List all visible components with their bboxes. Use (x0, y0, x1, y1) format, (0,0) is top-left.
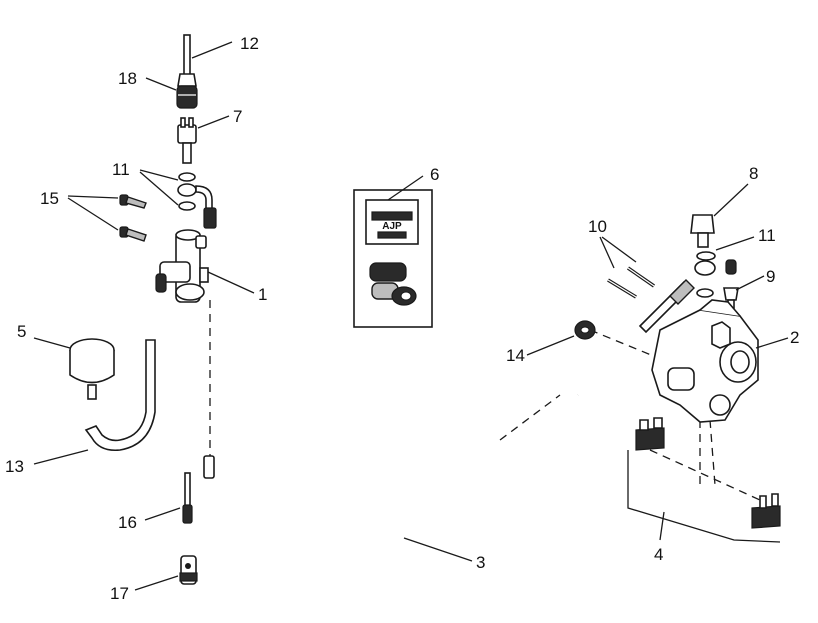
part-8-banjo-bolt (690, 214, 715, 248)
part-6-kit-card: AJP (353, 189, 433, 328)
callout-13: 13 (5, 457, 24, 476)
callout-12: 12 (240, 34, 259, 53)
callout-11-upper: 11 (112, 160, 130, 179)
part-3-brake-hose (203, 393, 580, 553)
leader-lines (33, 41, 789, 591)
callout-2: 2 (790, 328, 799, 347)
part-hose-elbow (195, 185, 217, 229)
part-13-reservoir-hose (84, 339, 156, 452)
callout-18: 18 (118, 69, 137, 88)
callout-numbers: 12 18 7 11 15 1 6 5 13 16 17 3 14 8 11 1… (5, 34, 799, 603)
kit-card-label: AJP (382, 221, 402, 232)
part-17-clevis (179, 555, 198, 585)
part-15-screws (119, 194, 147, 242)
part-14-grommet (574, 320, 596, 340)
callout-14: 14 (506, 346, 525, 365)
part-18-rubber-boot (176, 73, 198, 109)
callout-5: 5 (17, 322, 26, 341)
callout-7: 7 (233, 107, 242, 126)
callout-16: 16 (118, 513, 137, 532)
part-1-master-cylinder (155, 229, 209, 303)
callout-3: 3 (476, 553, 485, 572)
part-10-pad-pins (607, 266, 655, 299)
part-9-bleed-screw (723, 259, 739, 309)
callout-1: 1 (258, 285, 267, 304)
part-7-brake-switch (177, 117, 197, 164)
part-2-brake-caliper (651, 299, 759, 423)
part-11-washers-upper (177, 172, 197, 211)
part-16-pivot-bolt (182, 472, 193, 524)
callout-10: 10 (588, 217, 607, 236)
callout-15: 15 (40, 189, 59, 208)
callout-6: 6 (430, 165, 439, 184)
callout-8: 8 (749, 164, 758, 183)
callout-11-lower: 11 (758, 226, 776, 245)
callout-9: 9 (766, 267, 775, 286)
part-4-brake-pads (627, 417, 781, 543)
callout-4: 4 (654, 545, 663, 564)
callout-17: 17 (110, 584, 129, 603)
part-5-reservoir (69, 338, 115, 400)
part-12-push-rod (183, 34, 191, 78)
part-banjo-hose-end (638, 260, 716, 334)
